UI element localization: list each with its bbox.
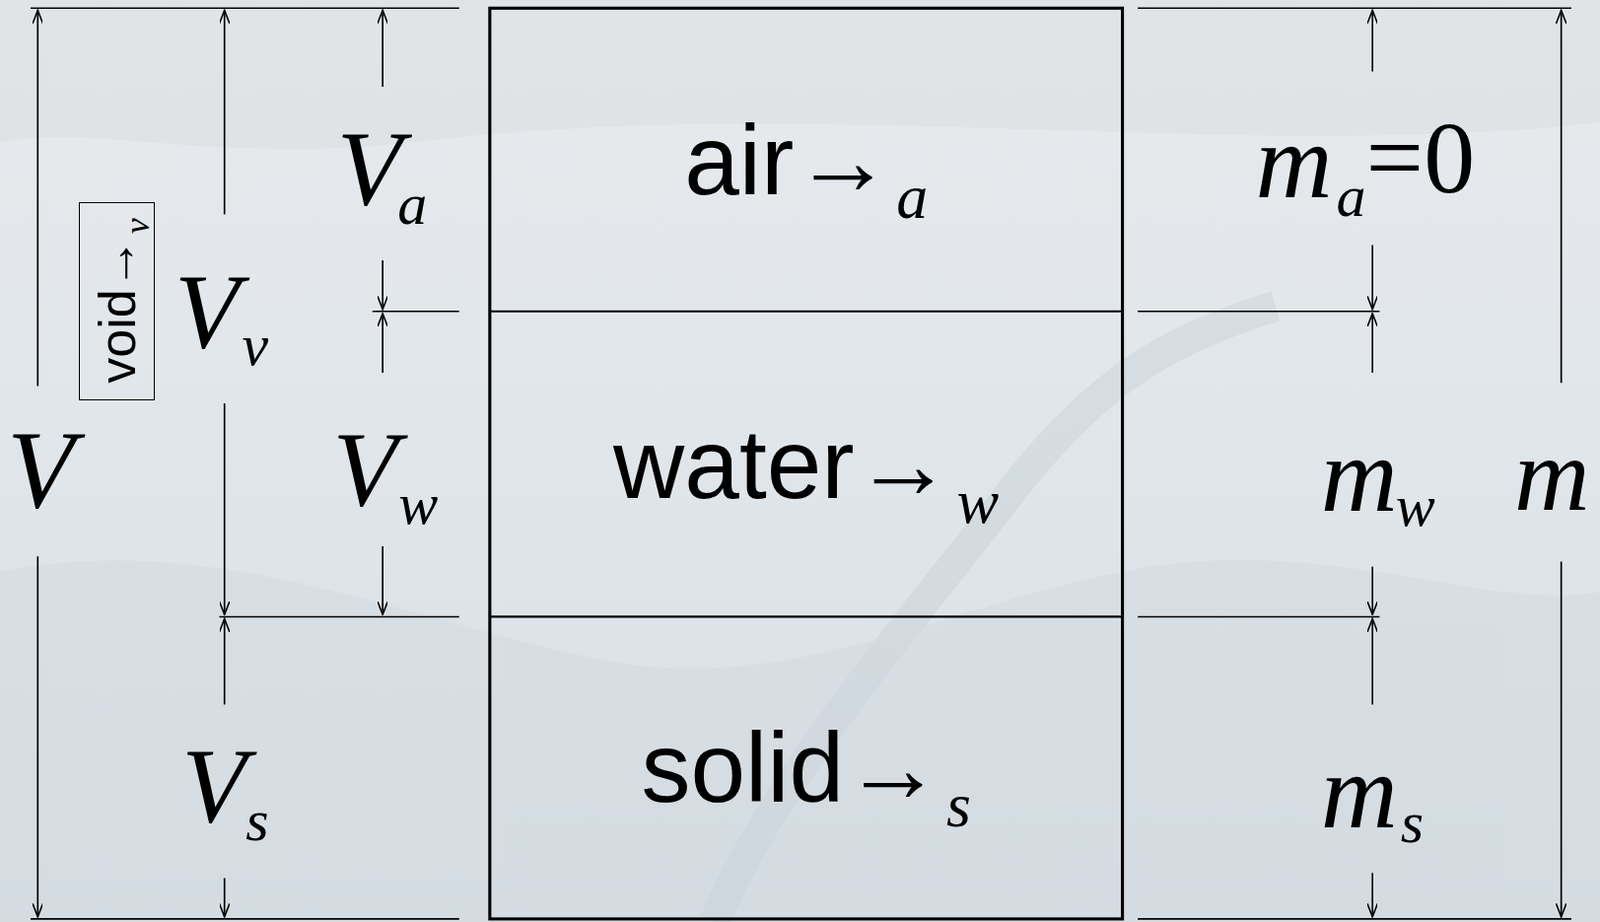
- air-phase-band: air→a: [489, 7, 1123, 311]
- void-box: void→ v: [78, 202, 156, 401]
- dimension-arrows: [37, 9, 1561, 916]
- phase-subscript: s: [946, 773, 972, 837]
- volume-symbol: V: [337, 115, 403, 222]
- phase-name: air→: [684, 104, 893, 215]
- phase-subscript: v: [118, 218, 154, 235]
- mass-symbol: m: [1321, 738, 1398, 845]
- phase-name: void→: [88, 238, 146, 384]
- phase-label: solid→s: [640, 717, 972, 817]
- soil-column: [489, 7, 1123, 919]
- phase-name: water→: [613, 408, 954, 519]
- subscript: w: [398, 474, 438, 534]
- volume-symbol: V: [333, 416, 399, 523]
- mass-symbol: m: [1321, 421, 1398, 529]
- subscript: a: [397, 174, 427, 234]
- extension-lines: [30, 7, 1572, 919]
- subscript: v: [241, 315, 269, 375]
- water-phase-band: water→w: [489, 311, 1123, 617]
- subscript: w: [1395, 476, 1436, 536]
- volume-symbol: V: [181, 732, 247, 839]
- volume-symbol: V: [174, 258, 240, 365]
- phase-label: air→a: [684, 110, 928, 209]
- volume-symbol: V: [6, 414, 74, 525]
- phase-label: water→w: [613, 414, 999, 513]
- subscript: a: [1335, 166, 1366, 226]
- mass-symbol: m: [1514, 422, 1591, 528]
- phase-subscript: w: [957, 470, 1000, 534]
- subscript: s: [1400, 792, 1424, 852]
- subscript: s: [245, 790, 269, 850]
- phase-subscript: a: [896, 165, 928, 229]
- mass-value: =0: [1365, 106, 1475, 209]
- mass-symbol: m: [1254, 108, 1332, 215]
- phase-label: void→v: [91, 218, 143, 384]
- solid-phase-band: solid→s: [489, 616, 1123, 918]
- phase-name: solid→: [640, 711, 943, 823]
